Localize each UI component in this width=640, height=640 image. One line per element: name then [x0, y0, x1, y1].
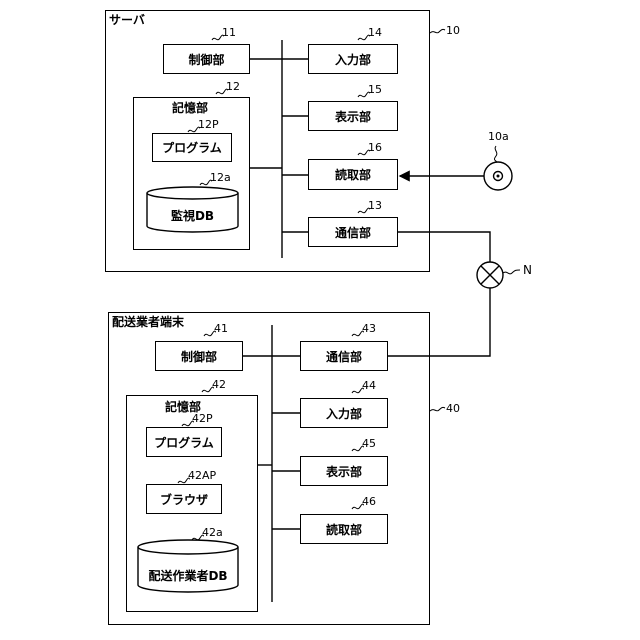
leader-10	[430, 29, 445, 33]
server-display-ref: 15	[368, 83, 382, 96]
server-display-block: 表示部	[308, 101, 398, 131]
leader-12	[216, 89, 228, 94]
terminal-control-ref: 41	[214, 322, 228, 335]
leader-n	[503, 270, 520, 274]
leader-10a	[494, 146, 497, 162]
terminal-program-block: プログラム	[146, 427, 222, 457]
server-comm-ref: 13	[368, 199, 382, 212]
server-program-block: プログラム	[152, 133, 232, 162]
terminal-db-ref: 42a	[202, 526, 223, 539]
terminal-browser-ref: 42AP	[188, 469, 216, 482]
server-db-label: 監視DB	[147, 209, 238, 223]
terminal-reader-block: 読取部	[300, 514, 388, 544]
server-reader-ref: 16	[368, 141, 382, 154]
terminal-comm-block: 通信部	[300, 341, 388, 371]
leader-40	[430, 407, 445, 411]
medium-ref: 10a	[488, 130, 509, 143]
server-comm-block: 通信部	[308, 217, 398, 247]
monitoring-db-cylinder-top	[147, 187, 238, 199]
terminal-comm-ref: 43	[362, 322, 376, 335]
server-control-ref: 11	[222, 26, 236, 39]
server-reader-block: 読取部	[308, 159, 398, 190]
server-input-block: 入力部	[308, 44, 398, 74]
server-input-ref: 14	[368, 26, 382, 39]
server-control-block: 制御部	[163, 44, 250, 74]
terminal-display-block: 表示部	[300, 456, 388, 486]
terminal-display-ref: 45	[362, 437, 376, 450]
terminal-program-ref: 42P	[192, 412, 213, 425]
disc-center	[497, 175, 500, 178]
server-to-network-line	[398, 232, 490, 262]
terminal-input-ref: 44	[362, 379, 376, 392]
network-to-terminal-line	[388, 288, 490, 356]
terminal-control-block: 制御部	[155, 341, 243, 371]
network-label: N	[523, 264, 532, 277]
terminal-db-label: 配送作業者DB	[138, 569, 238, 583]
server-program-ref: 12P	[198, 118, 219, 131]
terminal-browser-block: ブラウザ	[146, 484, 222, 514]
terminal-input-block: 入力部	[300, 398, 388, 428]
leader-42	[202, 387, 214, 392]
terminal-reader-ref: 46	[362, 495, 376, 508]
server-db-ref: 12a	[210, 171, 231, 184]
worker-db-cylinder-top	[138, 540, 238, 554]
